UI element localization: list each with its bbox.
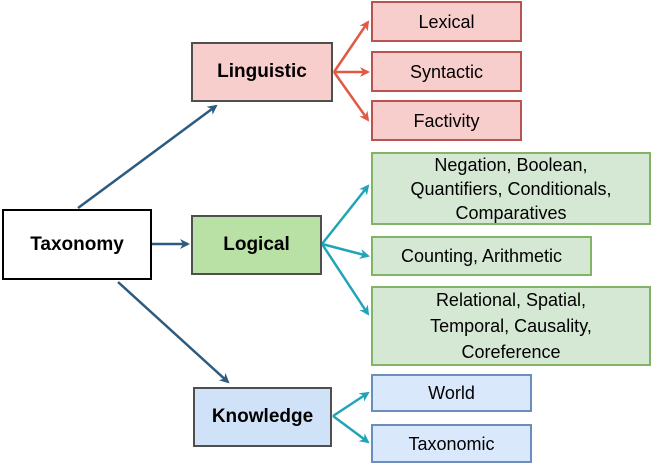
edge-root-linguistic: [77, 104, 218, 210]
leaf-label-negation-boolean: Negation, Boolean, Quantifiers, Conditio…: [410, 154, 612, 223]
edge-logical-counting: [321, 242, 370, 259]
leaf-node-world: World: [371, 374, 532, 412]
leaf-node-factivity: Factivity: [371, 100, 522, 141]
leaf-label-counting-arithmetic: Counting, Arithmetic: [400, 246, 563, 266]
edge-linguistic-factivity: [332, 71, 370, 122]
leaf-label-relational-spatial: Relational, Spatial, Temporal, Causality…: [430, 290, 592, 362]
edge-logical-relational: [320, 243, 370, 316]
leaf-node-negation-boolean: Negation, Boolean, Quantifiers, Conditio…: [371, 152, 651, 225]
category-label-linguistic: Linguistic: [217, 61, 307, 82]
edge-knowledge-world: [332, 391, 370, 418]
edge-knowledge-taxonomic: [332, 414, 370, 444]
category-node-linguistic: Linguistic: [191, 42, 333, 102]
leaf-label-factivity: Factivity: [413, 110, 480, 131]
edge-root-knowledge: [117, 281, 230, 384]
category-label-logical: Logical: [223, 234, 290, 255]
edge-logical-negation: [321, 184, 370, 245]
leaf-node-relational-spatial: Relational, Spatial, Temporal, Causality…: [371, 286, 651, 366]
leaf-node-taxonomic: Taxonomic: [371, 424, 532, 463]
edge-linguistic-lexical: [332, 20, 370, 73]
root-label: Taxonomy: [30, 233, 124, 255]
leaf-label-lexical: Lexical: [418, 11, 475, 32]
root-node-taxonomy: Taxonomy: [2, 209, 152, 280]
category-label-knowledge: Knowledge: [211, 406, 314, 427]
leaf-label-syntactic: Syntactic: [409, 61, 484, 82]
leaf-label-taxonomic: Taxonomic: [408, 433, 495, 454]
leaf-node-syntactic: Syntactic: [371, 51, 522, 92]
category-node-logical: Logical: [191, 215, 322, 275]
leaf-node-counting-arithmetic: Counting, Arithmetic: [371, 236, 592, 276]
leaf-node-lexical: Lexical: [371, 1, 522, 42]
leaf-label-world: World: [428, 383, 475, 403]
category-node-knowledge: Knowledge: [193, 387, 332, 447]
